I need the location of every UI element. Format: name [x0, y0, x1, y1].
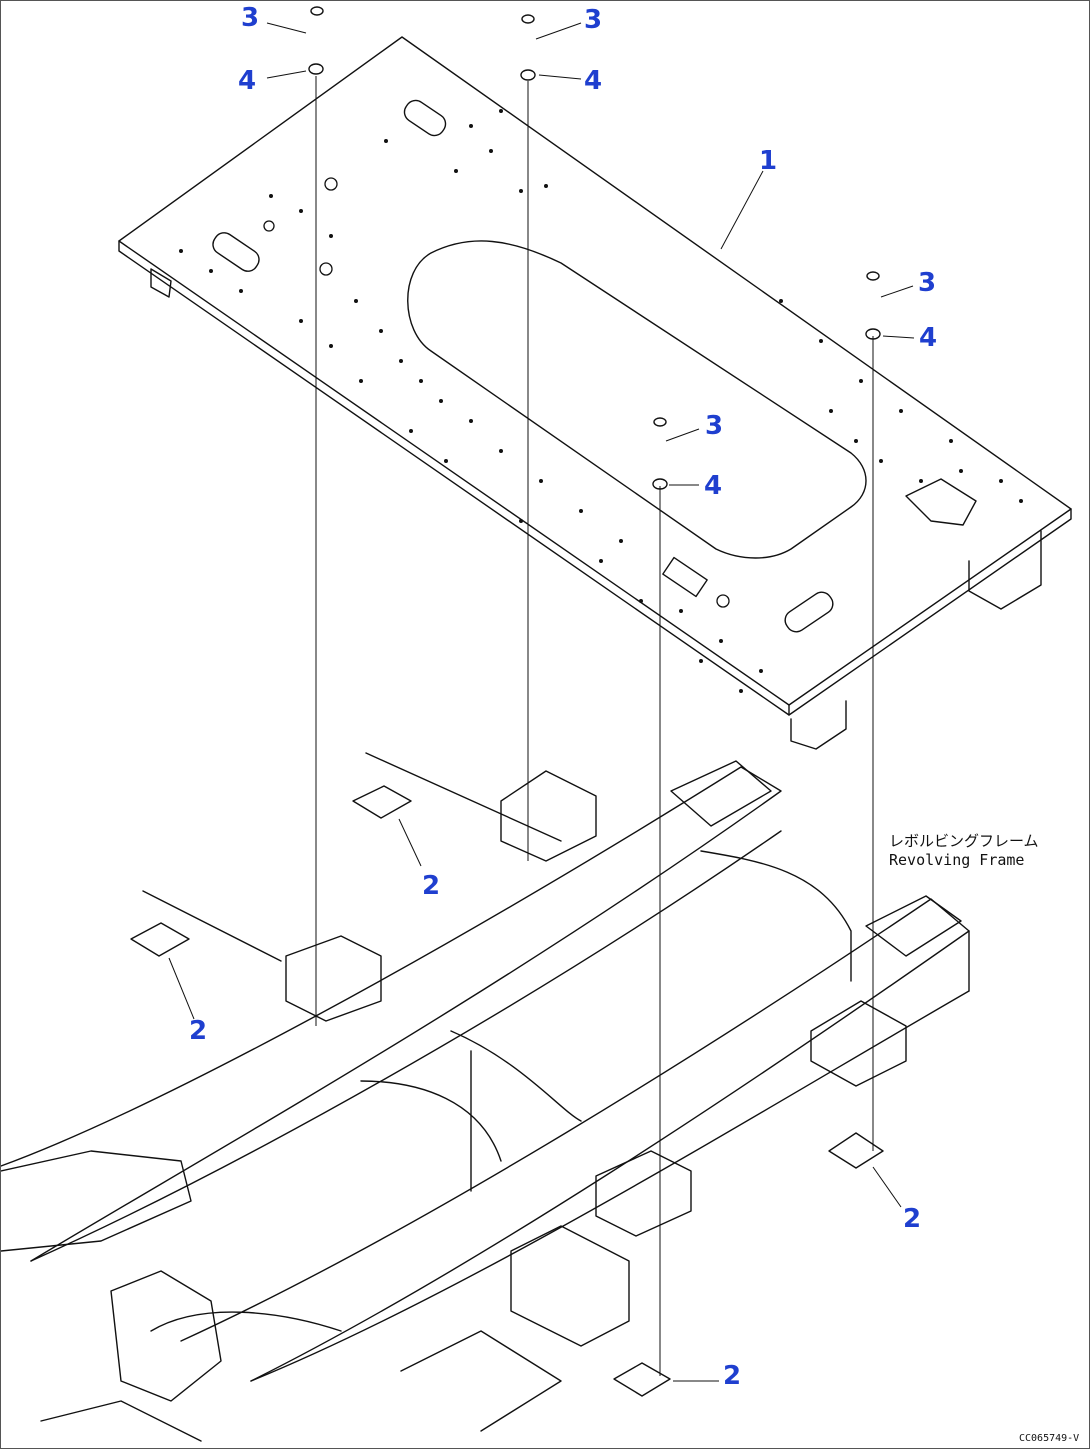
drawing-code: CC065749-V [1019, 1433, 1079, 1444]
callout-2-a: 2 [422, 871, 440, 901]
callout-4-a: 4 [238, 66, 256, 96]
callout-4-b: 4 [584, 66, 602, 96]
callout-3-b: 3 [584, 5, 602, 35]
revolving-frame [1, 752, 970, 1442]
leader-lines [168, 22, 915, 1382]
callout-3-c: 3 [918, 268, 936, 298]
callout-4-d: 4 [704, 471, 722, 501]
callout-2-c: 2 [903, 1204, 921, 1234]
revolving-frame-label-jp: レボルビングフレーム [889, 832, 1039, 850]
assembly-lines [315, 76, 874, 1376]
callout-1: 1 [759, 146, 777, 176]
mounting-pads [130, 785, 884, 1397]
callout-4-c: 4 [919, 323, 937, 353]
floor-plate [118, 36, 1072, 750]
callout-3-a: 3 [241, 3, 259, 33]
callout-3-d: 3 [705, 411, 723, 441]
callout-2-b: 2 [189, 1016, 207, 1046]
revolving-frame-label-en: Revolving Frame [889, 851, 1024, 869]
bolts-and-washers [308, 6, 881, 490]
plate-holes [179, 109, 1023, 693]
callout-2-d: 2 [723, 1361, 741, 1391]
